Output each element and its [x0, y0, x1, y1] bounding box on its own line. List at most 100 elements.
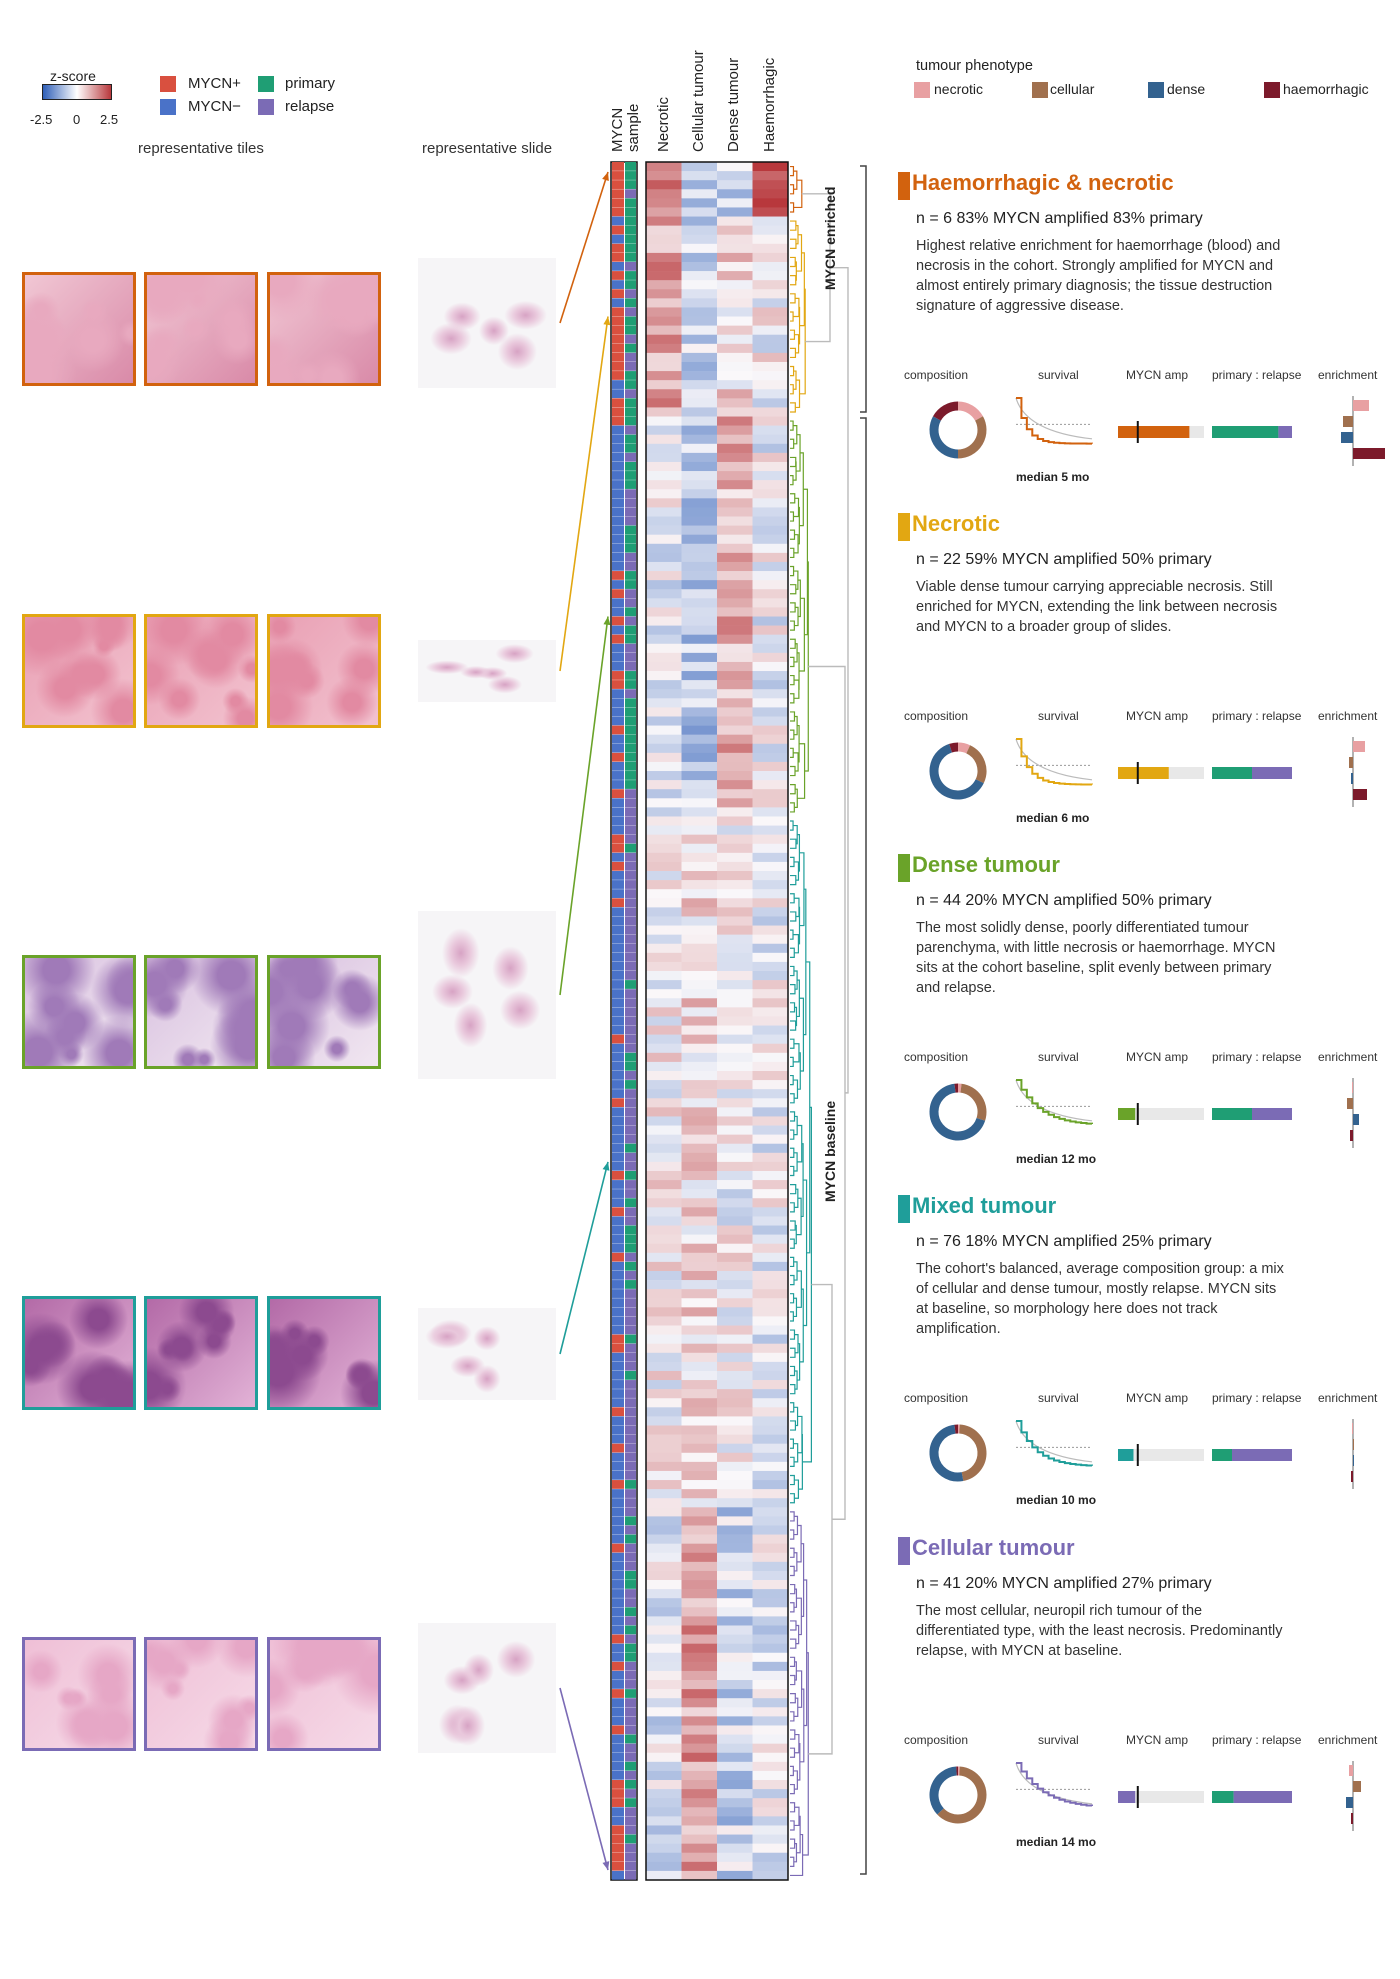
sample-cell: [625, 525, 636, 535]
sample-cell: [625, 1007, 636, 1017]
sample-cell: [625, 1452, 636, 1462]
sample-cell: [625, 171, 636, 180]
heatmap-cell: [752, 1216, 789, 1226]
sample-cell: [625, 1307, 636, 1317]
mini-panel-header: primary : relapse: [1212, 1050, 1302, 1064]
sample-cell: [625, 1734, 636, 1744]
sample-cell: [625, 216, 636, 226]
heatmap-cell: [681, 452, 718, 463]
dendrogram-branch: [790, 1238, 795, 1249]
mycn-cell: [612, 416, 624, 426]
mycn-amp-fill: [1118, 426, 1190, 438]
mycn-cell: [612, 816, 624, 826]
dendrogram-branch: [790, 1129, 795, 1140]
heatmap-cell: [717, 1498, 753, 1508]
dendrogram-branch: [805, 961, 811, 1254]
heatmap-cell: [681, 1480, 718, 1490]
mycn-cell: [612, 1116, 624, 1126]
mycn-pos-label: MYCN+: [188, 75, 241, 92]
mycn-cell: [612, 680, 624, 689]
mycn-cell: [612, 1125, 624, 1135]
mycn-cell: [612, 871, 624, 880]
heatmap-cell: [646, 1280, 682, 1290]
heatmap-cell: [681, 198, 718, 208]
heatmap-cell: [752, 734, 789, 745]
heatmap-cell: [752, 1580, 789, 1590]
heatmap-cell: [752, 1598, 789, 1608]
heatmap-cell: [681, 1207, 718, 1217]
heatmap-cell: [752, 1489, 789, 1499]
mycn-cell: [612, 1234, 624, 1244]
slide-thumbnail: [418, 1623, 556, 1753]
heatmap-cell: [717, 207, 753, 217]
heatmap-cell: [752, 507, 789, 517]
dendrogram-branch: [794, 1188, 799, 1208]
heatmap-cell: [717, 689, 753, 699]
mycn-cell: [612, 852, 624, 862]
zscore-min-label: -2.5: [30, 112, 53, 127]
heatmap-cell: [752, 371, 789, 381]
phenotype-dense-swatch: [1148, 82, 1164, 98]
heatmap-cell: [717, 725, 753, 735]
phenotype-haemorrhagic-label: haemorrhagic: [1283, 81, 1369, 97]
survival-median-label: median 6 mo: [1016, 811, 1090, 825]
heatmap-cell: [681, 652, 718, 663]
mycn-cell: [612, 1461, 624, 1471]
cluster-stats: n = 41 20% MYCN amplified 27% primary: [916, 1575, 1212, 1592]
heatmap-cell: [752, 889, 789, 899]
heatmap-cell: [717, 1480, 753, 1490]
sample-cell: [625, 1270, 636, 1280]
heatmap-cell: [646, 652, 682, 663]
mycn-cell: [612, 789, 624, 798]
heatmap-cell: [717, 1770, 753, 1781]
dendrogram-branch: [796, 234, 803, 272]
heatmap-cell: [717, 1661, 753, 1672]
dendrogram-branch: [793, 1515, 799, 1536]
dendrogram-branch: [790, 1165, 795, 1177]
heatmap-cell: [717, 1725, 753, 1735]
mycn-cell: [612, 1289, 624, 1298]
mycn-cell: [612, 780, 624, 789]
dendrogram-branch: [790, 729, 795, 740]
heatmap-cell: [681, 625, 718, 635]
sample-cell: [625, 1389, 636, 1398]
survival-curve: [1016, 1762, 1093, 1807]
dendrogram-branch: [797, 724, 800, 763]
sample-cell: [625, 1761, 636, 1771]
heatmap-cell: [717, 925, 753, 935]
sample-cell: [625, 1589, 636, 1598]
mycn-cell: [612, 1261, 624, 1271]
heatmap-cell: [646, 771, 682, 781]
sample-cell: [625, 1070, 636, 1080]
heatmap-cell: [752, 1334, 789, 1344]
mycn-cell: [612, 1580, 624, 1589]
dendrogram-branch: [790, 202, 795, 213]
heatmap-cell: [717, 789, 753, 799]
heatmap-cell: [717, 1207, 753, 1217]
heatmap-cell: [717, 1834, 753, 1844]
heatmap-cell: [646, 1734, 682, 1744]
heatmap-cell: [646, 1852, 682, 1863]
mini-panel-header: composition: [904, 1733, 969, 1747]
heatmap-cell: [646, 671, 682, 681]
sample-cell: [625, 361, 636, 371]
heatmap-cell: [646, 334, 682, 345]
heatmap-cell: [646, 1098, 682, 1108]
mycn-cell: [612, 1180, 624, 1189]
enrichment-bar: [1353, 400, 1369, 411]
composition-slice: [929, 1083, 986, 1141]
heatmap-cell: [681, 1370, 718, 1381]
heatmap-cell: [752, 898, 789, 908]
survival-reference-curve: [1015, 1420, 1093, 1463]
dendrogram-root-branch: [830, 266, 849, 1094]
sample-cell: [625, 1543, 636, 1553]
heatmap-cell: [646, 434, 682, 445]
sample-cell: [625, 1625, 636, 1635]
heatmap-cell: [681, 1307, 718, 1317]
mycn-cell: [612, 634, 624, 644]
sample-cell: [625, 634, 636, 644]
primary-fraction-bar: [1212, 426, 1279, 438]
heatmap-cell: [646, 1361, 682, 1372]
heatmap-cell: [646, 1089, 682, 1099]
relapse-fraction-bar: [1278, 426, 1292, 438]
